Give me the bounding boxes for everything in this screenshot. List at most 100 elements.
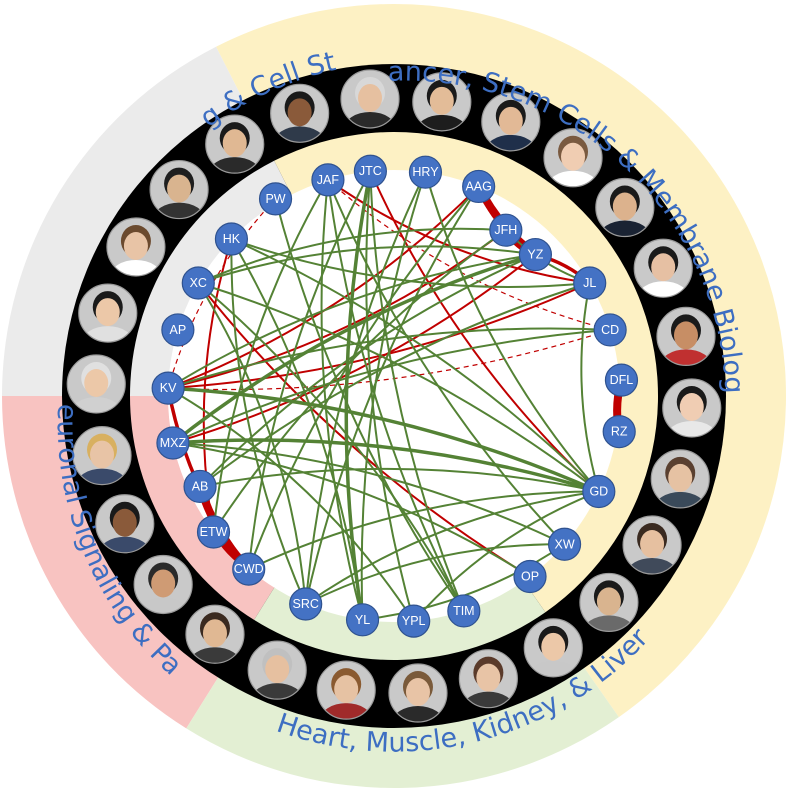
node-label: AP bbox=[170, 323, 187, 337]
edge-yz-ab bbox=[199, 253, 536, 488]
node-label: JL bbox=[583, 276, 596, 290]
edge-op-mxz bbox=[172, 441, 531, 578]
node-label: HRY bbox=[412, 165, 439, 179]
edge-jtc-ypl bbox=[365, 171, 415, 622]
edge-yz-xc bbox=[197, 245, 536, 284]
node-circle bbox=[232, 552, 266, 586]
portrait-23 bbox=[95, 494, 155, 554]
node-circle bbox=[582, 474, 616, 509]
node-label: JTC bbox=[359, 164, 382, 178]
node-label: YL bbox=[355, 613, 370, 627]
node-label: DFL bbox=[610, 373, 634, 387]
portrait-12 bbox=[662, 378, 722, 438]
node-ab: AB bbox=[183, 469, 217, 504]
edge-yz-mxz bbox=[171, 252, 536, 445]
node-label: XW bbox=[554, 537, 574, 551]
edge-gd-cwd bbox=[248, 490, 599, 571]
edge-gd-mxz bbox=[172, 438, 600, 494]
portrait-15 bbox=[579, 572, 639, 633]
node-mxz: MXZ bbox=[156, 426, 190, 460]
portrait-19 bbox=[316, 660, 376, 720]
node-circle bbox=[345, 603, 380, 637]
edge-yl-xw bbox=[362, 543, 566, 621]
edge-jfh-etw bbox=[212, 229, 507, 533]
edge-jaf-cd bbox=[327, 179, 611, 331]
node-label: TIM bbox=[453, 604, 475, 618]
node-jl: JL bbox=[573, 266, 607, 300]
edge-jaf-tim bbox=[326, 179, 465, 612]
node-pw: PW bbox=[258, 182, 293, 216]
node-circle bbox=[151, 371, 185, 405]
portrait-17 bbox=[458, 649, 518, 709]
band-aging bbox=[2, 46, 245, 397]
node-src: SRC bbox=[289, 587, 323, 621]
node-gd: GD bbox=[582, 474, 616, 509]
portrait-14 bbox=[622, 515, 682, 575]
node-circle bbox=[289, 587, 323, 621]
node-aag: AAG bbox=[462, 169, 496, 204]
node-label: OP bbox=[521, 569, 539, 583]
node-yz: YZ bbox=[518, 237, 553, 272]
node-circle bbox=[311, 163, 345, 197]
node-kv: KV bbox=[151, 371, 185, 405]
node-circle bbox=[353, 154, 387, 188]
node-circle bbox=[258, 182, 293, 216]
node-etw: ETW bbox=[196, 515, 231, 549]
node-label: JAF bbox=[317, 173, 340, 187]
edge-xw-mxz bbox=[172, 441, 565, 546]
node-label: ETW bbox=[200, 525, 228, 539]
node-label: SRC bbox=[292, 597, 318, 611]
portrait-photos bbox=[66, 69, 722, 723]
node-circle bbox=[397, 604, 431, 638]
node-label: JFH bbox=[494, 223, 517, 237]
portrait-3 bbox=[205, 114, 265, 174]
edge-hk-src bbox=[230, 238, 307, 605]
node-xw: XW bbox=[547, 527, 582, 561]
edge-cd-mxz bbox=[172, 328, 611, 444]
node-circle bbox=[489, 213, 523, 247]
node-circle bbox=[604, 363, 639, 397]
node-cd: CD bbox=[593, 313, 627, 347]
edge-jaf-xw bbox=[327, 179, 566, 545]
edge-hry-gd bbox=[424, 171, 600, 493]
portrait-13 bbox=[650, 449, 710, 509]
inner-band-heart bbox=[254, 579, 546, 660]
node-label: GD bbox=[589, 485, 608, 499]
band-cancer bbox=[216, 4, 786, 718]
node-jtc: JTC bbox=[353, 154, 387, 188]
edge-jtc-cwd bbox=[247, 170, 372, 570]
node-hry: HRY bbox=[408, 155, 443, 189]
node-circle bbox=[183, 469, 217, 504]
edge-jtc-yl bbox=[344, 170, 373, 621]
node-ypl: YPL bbox=[397, 604, 431, 638]
edge-jl-gd bbox=[580, 282, 600, 492]
edge-cd-kv bbox=[167, 327, 611, 390]
node-circle bbox=[196, 515, 231, 549]
portrait-22 bbox=[133, 554, 193, 615]
edge-yz-kv bbox=[167, 253, 536, 389]
edge-gd-ypl bbox=[412, 490, 600, 622]
node-label: YPL bbox=[402, 614, 426, 628]
node-circle bbox=[593, 313, 627, 347]
portrait-4 bbox=[270, 83, 330, 143]
node-circle bbox=[513, 559, 547, 594]
node-label: PW bbox=[265, 192, 285, 206]
edge-gd-ab bbox=[199, 467, 600, 493]
node-rz: RZ bbox=[602, 415, 636, 449]
node-tim: TIM bbox=[447, 594, 481, 628]
edge-jtc-tim bbox=[369, 171, 465, 612]
portrait-8 bbox=[543, 128, 603, 188]
edge-gd-kv bbox=[168, 386, 600, 494]
edge-aag-src bbox=[304, 185, 480, 605]
node-op: OP bbox=[513, 559, 547, 594]
node-circle bbox=[602, 415, 636, 449]
edge-gd-xc bbox=[197, 282, 600, 493]
node-label: HK bbox=[223, 232, 241, 246]
node-label: XC bbox=[190, 276, 207, 290]
node-circle bbox=[214, 222, 249, 256]
node-label: YZ bbox=[527, 248, 543, 262]
edge-gd-hk bbox=[231, 238, 600, 493]
portrait-26 bbox=[78, 283, 138, 343]
portrait-24 bbox=[72, 426, 132, 486]
